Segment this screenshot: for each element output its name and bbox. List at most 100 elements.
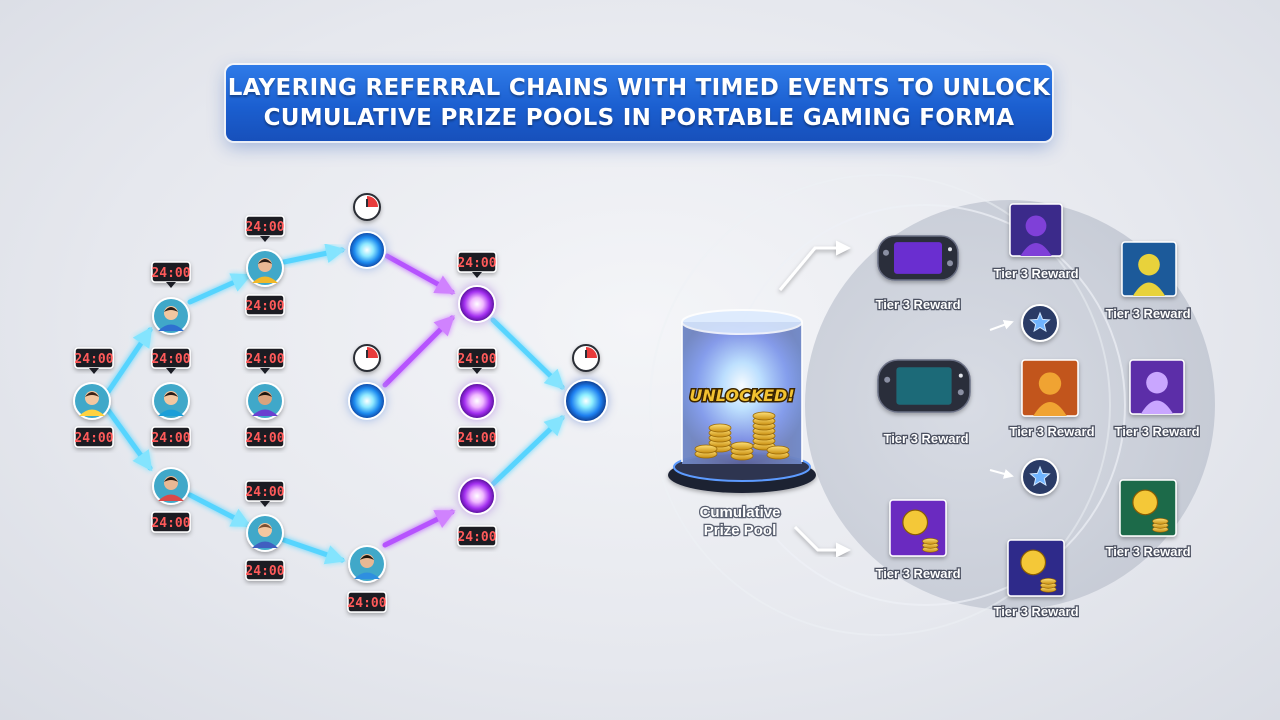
timer-badge: 24:00 — [245, 215, 285, 242]
timer-badge: 24:00 — [245, 294, 285, 316]
white-arrow-to-badge — [989, 320, 1014, 331]
flow-arrow-cyan — [105, 407, 153, 472]
card-figure-head — [1025, 215, 1047, 237]
badge-star — [1029, 311, 1051, 333]
white-arrow-to-badge — [989, 469, 1014, 479]
rewards-panel-inner-arc-2 — [649, 174, 1111, 636]
stopwatch-sector — [367, 347, 378, 358]
gold-coins-icon — [766, 445, 790, 460]
hero-card-icon — [1121, 241, 1177, 297]
avatar-hair — [258, 392, 272, 397]
timer-badge: 24:00 — [151, 347, 191, 374]
timer-badge-pointer — [260, 236, 270, 242]
flow-arrow-purple — [382, 509, 456, 548]
stopwatch-icon — [353, 344, 381, 372]
timer-text: 24:00 — [151, 431, 190, 446]
timer-text: 24:00 — [245, 485, 284, 500]
coin-emblem — [1132, 489, 1159, 516]
star-badge-icon — [1021, 458, 1059, 496]
pool-glass-top — [681, 309, 803, 335]
timer-badge: 24:00 — [151, 261, 191, 288]
avatar-shirt — [79, 409, 105, 416]
timer-text: 24:00 — [457, 530, 496, 545]
flow-nodes: 24:00 24:00 24:00 24:00 24:00 24:00 24:00 24:00… — [73, 193, 608, 613]
timer-badge-bg — [245, 294, 285, 316]
card-figure-body — [1132, 282, 1166, 296]
timer-text: 24:00 — [457, 431, 496, 446]
gold-coins-icon — [730, 441, 754, 461]
person-avatar-icon — [152, 382, 190, 420]
console-stick — [957, 389, 964, 396]
person-avatar-icon — [348, 545, 386, 583]
coin — [1152, 517, 1169, 525]
flow-arrow-cyan — [187, 273, 252, 305]
flow-arrow-cyan — [281, 243, 346, 265]
timer-text: 24:00 — [151, 516, 190, 531]
flow-edges — [105, 240, 1014, 565]
avatar-hair — [360, 555, 374, 560]
gold-coins-icon — [708, 423, 732, 453]
avatar-hair — [85, 392, 99, 397]
timer-text: 24:00 — [245, 299, 284, 314]
timer-badge: 24:00 — [245, 426, 285, 448]
person-avatar-icon — [246, 514, 284, 552]
timer-badge: 24:00 — [457, 525, 497, 547]
flow-arrow-purple — [384, 253, 456, 295]
timer-badge-pointer — [166, 368, 176, 374]
hero-card-icon — [1021, 359, 1079, 417]
hero-card-icon — [1129, 359, 1185, 415]
reward-label: Tier 3 Reward — [875, 566, 960, 581]
flow-arrow-cyan — [187, 492, 252, 528]
timer-badge: 24:00 — [457, 251, 497, 278]
timer-badge: 24:00 — [457, 347, 497, 374]
timer-text: 24:00 — [347, 596, 386, 611]
timer-badge-pointer — [260, 501, 270, 507]
card-figure-head — [1146, 371, 1168, 394]
avatar-shirt — [158, 494, 184, 501]
handheld-console-icon — [877, 235, 959, 281]
hero-card-icon — [1009, 203, 1063, 257]
timer-badge: 24:00 — [151, 511, 191, 533]
coin-emblem — [902, 509, 929, 536]
stopwatch-sector — [586, 347, 597, 358]
timer-badge-pointer — [472, 272, 482, 278]
flow-arrow-cyan — [281, 537, 346, 565]
console-button — [948, 247, 952, 252]
person-avatar-icon — [73, 382, 111, 420]
prize-pool-label: Prize Pool — [704, 522, 777, 539]
person-avatar-icon — [152, 297, 190, 335]
timer-text: 24:00 — [151, 266, 190, 281]
merge-node — [564, 379, 608, 423]
stopwatch-sector — [367, 196, 378, 207]
console-screen — [894, 242, 942, 274]
timer-badge-bg — [457, 426, 497, 448]
timer-badge-bg — [457, 525, 497, 547]
flow-arrow-cyan — [490, 415, 565, 487]
card-figure-body — [1020, 243, 1052, 256]
timer-badge: 24:00 — [457, 426, 497, 448]
referral-node-purple — [458, 382, 496, 420]
gold-coins-icon — [1119, 479, 1177, 537]
avatar-shirt — [158, 409, 184, 416]
avatar-hair — [258, 259, 272, 264]
white-arrow-to-reward — [793, 525, 851, 558]
avatar-shirt — [252, 409, 278, 416]
reward-label: Tier 3 Reward — [883, 431, 968, 446]
timer-badge: 24:00 — [245, 480, 285, 507]
title-banner: LAYERING REFERRAL CHAINS WITH TIMED EVEN… — [226, 65, 1052, 141]
console-stick — [947, 260, 953, 267]
card-figure-head — [1138, 253, 1160, 276]
pool-glass — [682, 322, 802, 464]
coin — [1040, 577, 1057, 585]
title-line-2: CUMULATIVE PRIZE POOLS IN PORTABLE GAMIN… — [263, 105, 1015, 131]
flow-arrow-cyan — [490, 317, 565, 390]
timer-badge: 24:00 — [245, 347, 285, 374]
coin — [730, 441, 754, 451]
reward-label: Tier 3 Reward — [993, 266, 1078, 281]
timer-badge: 24:00 — [151, 426, 191, 448]
timer-badge-bg — [151, 511, 191, 533]
flow-arrow-cyan — [105, 326, 153, 395]
timer-badge: 24:00 — [74, 347, 114, 374]
coin-emblem — [1020, 549, 1047, 576]
